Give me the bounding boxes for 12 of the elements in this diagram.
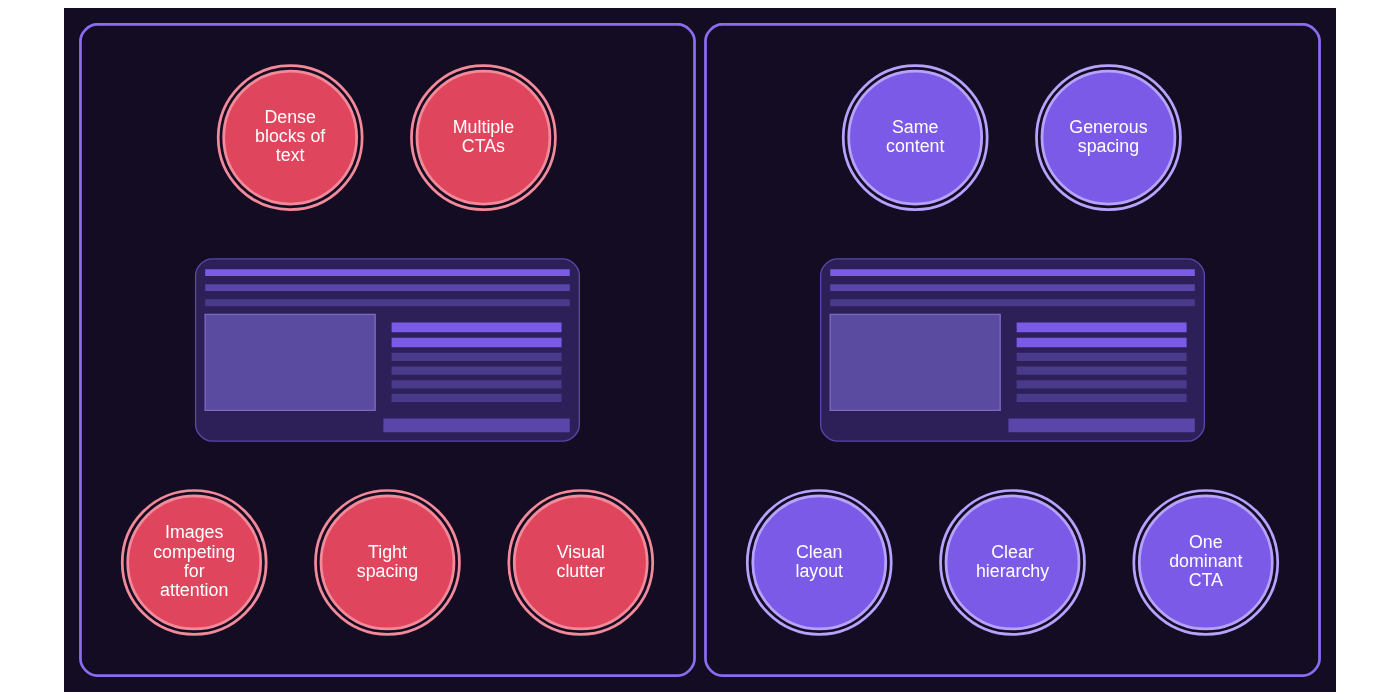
cluster <box>704 23 1321 677</box>
node-circle: Tight spacing <box>314 489 461 636</box>
node-circle: Clear hierarchy <box>939 489 1086 636</box>
node-circle: Visual clutter <box>507 489 655 636</box>
node-circle: Images competing for attention <box>120 489 268 636</box>
cluster <box>79 23 696 677</box>
node-circle: Generous spacing <box>1035 64 1182 211</box>
node-circle: One dominant CTA <box>1132 489 1280 636</box>
node-circle: Multiple CTAs <box>410 64 557 211</box>
node-circle: Same content <box>841 64 989 211</box>
node-circle: Dense blocks of text <box>216 64 364 211</box>
node-circle: Clean layout <box>745 489 893 636</box>
